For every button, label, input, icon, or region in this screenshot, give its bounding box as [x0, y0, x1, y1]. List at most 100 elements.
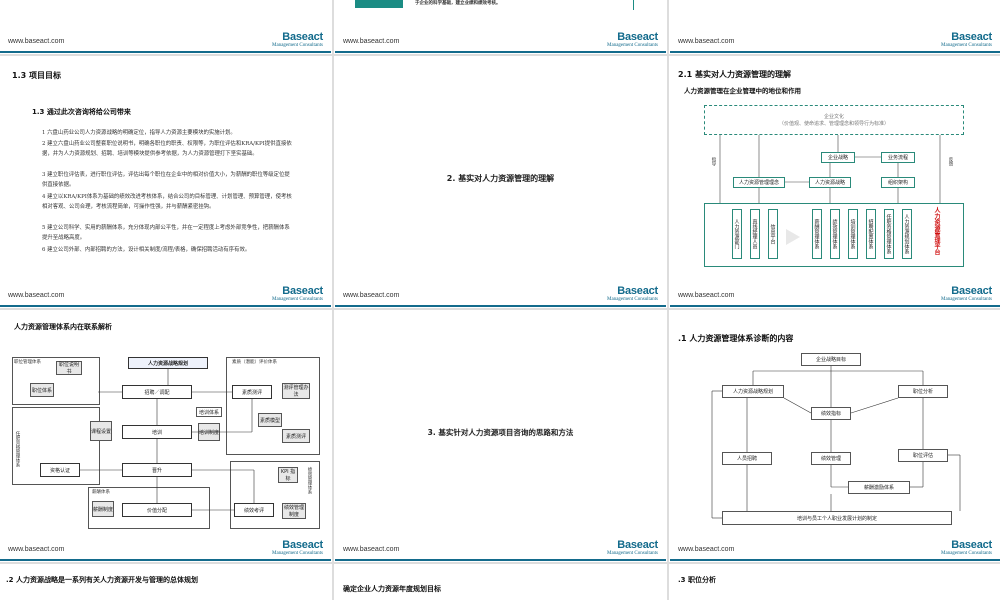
- slide-diagnosis: .1 人力资源管理体系诊断的内容 企业战略目标 人力资源战略规划 职位分析 绩效…: [670, 311, 1000, 561]
- slide-title: 2.1 基实对人力资源管理的理解: [678, 70, 791, 79]
- slide-title: 确定企业人力资源年度规划目标: [343, 585, 441, 593]
- big-arrow: [786, 229, 800, 245]
- goal-item: 3 建立职位评估表，进行职位评估，评估出每个职位在企业中的相对价值大小，为薪酬的…: [42, 172, 290, 188]
- slide-bottom-middle: 确定企业人力资源年度规划目标: [335, 565, 666, 600]
- section-title: 3. 基实针对人力资源项目咨询的思路和方法: [427, 428, 574, 437]
- slide-subtitle: 人力资源管理在企业管理中的地位和作用: [684, 87, 801, 95]
- slide-bottom-right: .3 职位分析: [670, 565, 1000, 600]
- platform-item: 直线经理人员: [750, 209, 760, 259]
- guide-label: 指导: [711, 157, 716, 166]
- footer-rule: [0, 51, 331, 53]
- slide-bottom-left: .2 人力资源战略是一系列有关人力资源开发与管理的总体规划: [0, 565, 331, 600]
- inner-connectors: [80, 369, 255, 511]
- goal-item: 4 建立以KRA/KPI体系为基础的绩效改进考核体系，结合公司的目标管理、计划管…: [42, 194, 292, 210]
- bottom-right-frame: [230, 461, 320, 529]
- eval-node: 素质测评: [232, 385, 272, 399]
- platform-item: 人力资源部门: [732, 209, 742, 259]
- top-strategy-box: 人力资源战略规划: [128, 357, 208, 369]
- pay-box: 薪酬制度: [92, 501, 114, 517]
- pay-system-box: 薪酬激励体系: [848, 481, 910, 494]
- perf-sys-box: 绩效管理制度: [282, 503, 306, 519]
- platform-item: 信息平台: [768, 209, 778, 259]
- right-top-frame: [226, 357, 320, 455]
- course-box: 课程设置: [90, 421, 112, 441]
- jobsys-box: 职位体系: [30, 383, 54, 397]
- perf-node: 绩效考评: [234, 503, 274, 517]
- bottom-left-frame: [88, 487, 210, 529]
- job-analysis-box: 职位分析: [898, 385, 948, 398]
- grid-separator: [0, 308, 1000, 310]
- platform-item: 任职资格管理体系: [884, 209, 894, 259]
- slide-inner-links: 人力资源管理体系内在联系解析 人力资源战略规划 职位管理体系 素质（潜能）评价体…: [0, 311, 331, 561]
- strategy-goal-box: 企业战略目标: [801, 353, 861, 366]
- slide-title: .1 人力资源管理体系诊断的内容: [678, 334, 794, 343]
- quality-box: 素质模型: [258, 413, 282, 427]
- slide-title: .2 人力资源战略是一系列有关人力资源开发与管理的总体规划: [6, 576, 198, 584]
- goal-item: 1 六盘山药业公司人力资源战略的明确定位，指导人力资源主要模块的实施计划。: [42, 130, 236, 136]
- grid-separator: [0, 562, 1000, 564]
- slide-subtitle: 1.3 通过此次咨询将给公司带来: [32, 108, 131, 116]
- goal-item: 2 建立六盘山药业公司整套职位说明书，明确各职位的职责、权限等，为职位评估和KR…: [42, 141, 292, 157]
- strategy-box: 企业战略: [821, 152, 855, 163]
- goal-item: 5 建立公司科学、实用的薪酬体系，充分体现内部公平性，并在一定程度上考虑外部竞争…: [42, 225, 290, 241]
- left-top-label: 职位管理体系: [14, 360, 41, 365]
- slide-title: 人力资源管理体系内在联系解析: [14, 323, 112, 331]
- hr-plan-box: 人力资源战略规划: [722, 385, 784, 398]
- platform-item: 培训管理体系: [848, 209, 858, 259]
- jobdesc-box: 职位说明书: [56, 361, 82, 375]
- diag-connectors: [711, 366, 961, 519]
- slide-hr-role: 2.1 基实对人力资源管理的理解 人力资源管理在企业管理中的地位和作用 企业文化…: [670, 57, 1000, 307]
- training-box: 培训与员工个人职业发展计划的制定: [722, 511, 952, 525]
- top-caption: 于企业的科学基础，建立业绩和绩效考核。: [415, 1, 501, 6]
- footer-url: www.baseact.com: [8, 38, 65, 45]
- grid-separator: [332, 0, 334, 600]
- promote-node: 晋升: [122, 463, 192, 477]
- slide-title: 1.3 项目目标: [12, 71, 61, 80]
- bottom-right-label: 绩效管理体系: [307, 467, 312, 494]
- culture-box: 企业文化 （价值观、使命追求、管理理念和领导行为标准）: [704, 105, 964, 135]
- platform-item: 绩效管理体系: [830, 209, 840, 259]
- hr-concept-box: 人力资源管理理念: [733, 177, 785, 188]
- platform-frame: [704, 203, 964, 267]
- section-title: 2. 基实对人力资源管理的理解: [446, 174, 555, 183]
- org-box: 组织架构: [881, 177, 915, 188]
- perf-index-box: 绩效指标: [811, 407, 851, 420]
- slide-project-goals: 1.3 项目目标 1.3 通过此次咨询将给公司带来 1 六盘山药业公司人力资源战…: [0, 57, 331, 307]
- teal-block: [355, 0, 403, 8]
- platform-item: 招聘配置体系: [866, 209, 876, 259]
- recruit-node: 招聘／调配: [122, 385, 192, 399]
- bottom-left-label: 薪酬体系: [92, 490, 110, 495]
- slide-top-middle: 于企业的科学基础，建立业绩和绩效考核。 www.baseact.com Base…: [335, 0, 666, 53]
- platform-item: 人力资源规划体系: [902, 209, 912, 259]
- kpi-box: KPI 指标: [278, 467, 298, 483]
- perf-mgmt-box: 绩效管理: [811, 452, 851, 465]
- train-sys-box: 培训体系: [196, 407, 222, 417]
- value-node: 价值分配: [122, 503, 192, 517]
- grid-separator: [667, 0, 669, 600]
- train-node: 培训: [122, 425, 192, 439]
- red-label: 人力资源管理平台: [933, 207, 940, 255]
- role-connectors: [719, 135, 941, 203]
- qual-node: 资格认证: [40, 463, 80, 477]
- feedback-label: 反馈: [948, 157, 953, 166]
- quality-eval-box: 素质测评: [282, 429, 310, 443]
- eval-tool-box: 测评管理办法: [282, 383, 310, 399]
- platform-item: 薪酬管理体系: [812, 209, 822, 259]
- right-top-label: 素质（潜能）评价体系: [232, 360, 277, 365]
- slide-title: .3 职位分析: [678, 576, 716, 584]
- left-mid-label: 任职资格管理体系: [15, 431, 20, 467]
- left-mid-frame: [12, 407, 100, 485]
- process-box: 业务流程: [881, 152, 915, 163]
